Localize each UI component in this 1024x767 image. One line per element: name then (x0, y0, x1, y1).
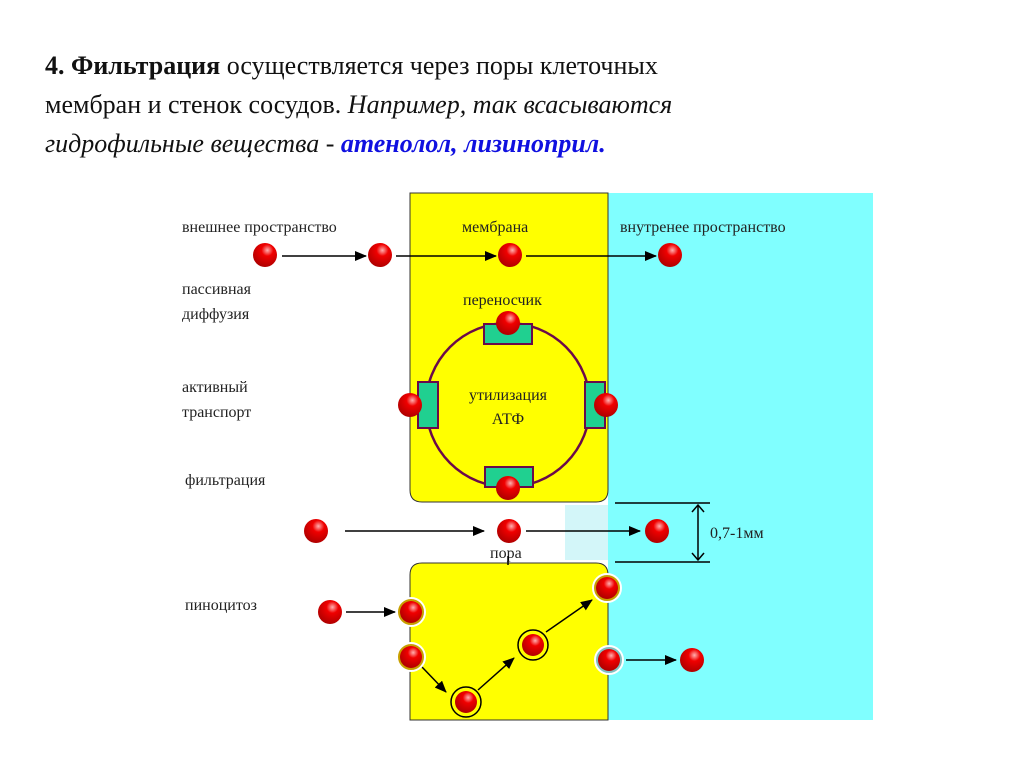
label-diffusion: диффузия (182, 306, 250, 323)
text: осуществляется через поры клеточных (220, 51, 658, 80)
drug-names: атенолол, лизиноприл. (340, 129, 606, 158)
label-active: активный (182, 379, 248, 396)
molecules (253, 243, 704, 713)
label-inner-space: внутренее пространство (620, 219, 786, 236)
label-outer-space: внешнее пространство (182, 219, 337, 236)
label-filtration: фильтрация (185, 472, 266, 489)
text-italic: Например, так всасываются (347, 90, 673, 119)
slide-text: 4. Фильтрация осуществляется через поры … (45, 46, 1005, 163)
text-italic: гидрофильные вещества - (45, 129, 341, 158)
membrane-upper (409, 192, 609, 503)
label-atp: АТФ (492, 411, 524, 428)
label-carrier: переносчик (463, 292, 542, 309)
label-membrane: мембрана (462, 219, 528, 236)
label-pore-size: 0,7-1мм (710, 525, 764, 542)
pore-gradient (565, 505, 608, 560)
label-pore: пора (490, 545, 522, 562)
label-transport: транспорт (182, 404, 251, 421)
text: мембран и стенок сосудов. (45, 90, 348, 119)
carrier-proteins (417, 323, 606, 488)
label-pinocytosis: пиноцитоз (185, 597, 257, 614)
label-passive: пассивная (182, 281, 252, 298)
label-atp-use: утилизация (469, 387, 548, 404)
membrane-lower (409, 562, 609, 721)
heading-bold: 4. Фильтрация (45, 51, 221, 80)
inner-space-region (608, 193, 873, 720)
arrows (282, 251, 710, 693)
